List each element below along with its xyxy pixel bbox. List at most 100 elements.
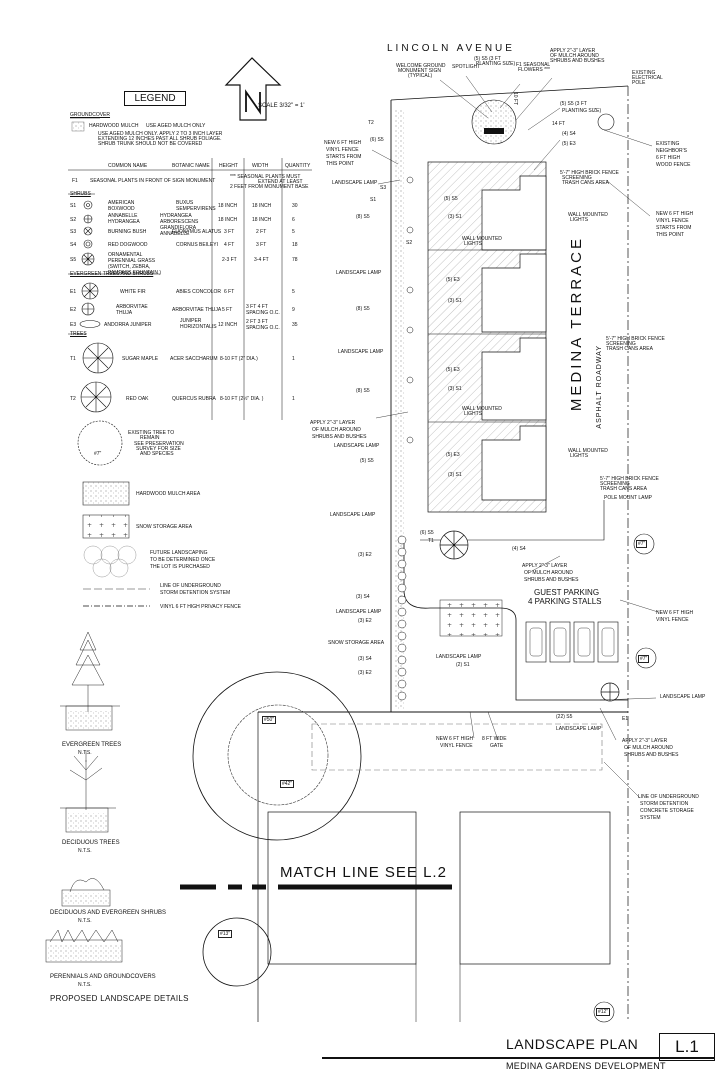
row-common: RED OAK	[126, 396, 149, 402]
row-botanic: HYDRANGEA ARBORESCENS GRANDIFLORA ANNABE…	[160, 213, 199, 237]
row-width: 2 FT 3 FT SPACING O.C.	[246, 319, 280, 331]
detail-perennials-nts: N.T.S.	[78, 982, 92, 988]
plan-title: LANDSCAPE PLAN	[506, 1036, 639, 1052]
legend-title: LEGEND	[124, 91, 186, 106]
row-width: 3 FT	[256, 242, 267, 248]
ten-ft-label: 10 FT	[512, 92, 518, 106]
wall-lights-1: WALL MOUNTED	[568, 212, 608, 218]
five-e3: (5) E3	[562, 141, 576, 147]
plant-tag: S1	[370, 197, 377, 203]
underground-r1: LINE OF UNDERGROUND	[638, 794, 699, 800]
plant-tag: (5) E3	[446, 452, 460, 458]
tree-tag: #50"	[262, 716, 277, 724]
row-code: E2	[70, 307, 77, 313]
new-fence-r2: VINYL FENCE	[656, 218, 689, 224]
plant-tag: (3) E2	[358, 618, 372, 624]
mulch-note1: USE AGED MULCH ONLY	[146, 123, 206, 129]
detail-evergreen-nts: N.T.S.	[78, 750, 92, 756]
row-botanic: ARBORVITAE THUJA	[172, 307, 222, 313]
row-code: S1	[70, 203, 77, 209]
f1-code: F1	[72, 178, 78, 184]
new-fence-bot-1: NEW 6 FT HIGH	[436, 736, 474, 742]
scale-label: SCALE 3/32" = 1'	[258, 103, 305, 109]
f1-note1: *** SEASONAL PLANTS MUST	[230, 174, 301, 180]
new-fence-r4: THIS POINT	[656, 232, 685, 238]
underground-1: LINE OF UNDERGROUND	[160, 583, 221, 589]
row-code: S3	[70, 229, 77, 235]
row-botanic: BUXUS SEMPERVIRENS	[176, 200, 216, 212]
plant-tag: (2) S1	[456, 662, 470, 668]
row-width: 2 FT	[256, 229, 267, 235]
landscape-lamp-label: LANDSCAPE LAMP	[336, 609, 382, 615]
groundcover-header: GROUNDCOVER	[70, 112, 111, 118]
row-botanic: EUONYMUS ALATUS	[172, 229, 222, 235]
plant-tag: (3) E2	[358, 552, 372, 558]
s5-right-b: PLANTING SIZE)	[562, 108, 602, 114]
plant-tag: (3) E2	[358, 670, 372, 676]
plant-tag: S3	[380, 185, 387, 191]
wall-lights-1: WALL MOUNTED	[462, 406, 502, 412]
row-height: 2-3 FT	[222, 257, 237, 263]
north-arrow-icon	[224, 57, 282, 121]
detail-shrubs-title: DECIDUOUS AND EVERGREEN SHRUBS	[50, 910, 167, 916]
detail-deciduous-title: DECIDUOUS TREES	[62, 840, 120, 846]
pole-lamp-label: POLE MOUNT LAMP	[604, 495, 652, 501]
row-code: T2	[70, 396, 76, 402]
plant-tag: T1	[428, 538, 434, 544]
f1-flowers-2: FLOWERS ***	[518, 67, 550, 73]
s5-top-b: PLANTING SIZE)	[476, 61, 516, 67]
detail-shrubs-nts: N.T.S.	[78, 918, 92, 924]
detail-deciduous-nts: N.T.S.	[78, 848, 92, 854]
row-qty: 9	[292, 307, 295, 313]
row-common: WHITE FIR	[120, 289, 146, 295]
brick-fence-2: SCREENING	[562, 175, 592, 181]
row-code: E1	[70, 289, 77, 295]
plant-tag: E1	[622, 716, 629, 722]
underground-r3: CONCRETE STORAGE	[640, 808, 694, 814]
col-common: COMMON NAME	[108, 163, 148, 169]
new-fence-l4: THIS POINT	[326, 161, 355, 167]
plant-tag: (5) S5	[360, 458, 374, 464]
apply-mid-1: APPLY 2"-3" LAYER	[522, 563, 568, 569]
row-common: BURNING BUSH	[108, 229, 147, 235]
snow-storage-label: SNOW STORAGE AREA	[328, 640, 385, 646]
brick-fence-1: 5'-7" HIGH BRICK FENCE	[600, 476, 659, 482]
new-fence-bot-2: VINYL FENCE	[440, 743, 473, 749]
plant-tag: (22) S5	[556, 714, 573, 720]
wall-lights-1: WALL MOUNTED	[462, 236, 502, 242]
underground-2: STORM DETENTION SYSTEM	[160, 590, 231, 596]
existing-tree-4: SURVEY FOR SIZE	[136, 446, 181, 452]
row-qty: 35	[292, 322, 298, 328]
apply-br-1: APPLY 2"-3" LAYER	[622, 738, 668, 744]
vinyl-fence-label: VINYL 6 FT HIGH PRIVACY FENCE	[160, 604, 241, 610]
apply-top-3: SHRUBS AND BUSHES	[550, 58, 605, 64]
existing-pole-1: EXISTING	[632, 70, 656, 76]
new-fence-l2: VINYL FENCE	[326, 147, 359, 153]
mulch-note4: SHRUB TRUNK SHOULD NOT BE COVERED	[98, 141, 203, 147]
brick-fence-3: TRASH CANS AREA	[600, 486, 647, 492]
apply-left-1: APPLY 2"-3" LAYER	[310, 420, 356, 426]
plant-tag: (6) S5	[420, 530, 434, 536]
apply-mid-2: OF MULCH AROUND	[524, 570, 573, 576]
welcome-sign-1: WELCOME GROUND	[396, 63, 446, 69]
landscape-lamp-label: LANDSCAPE LAMP	[336, 270, 382, 276]
sheet-number: L.1	[659, 1033, 715, 1061]
neighbor-4: WOOD FENCE	[656, 162, 691, 168]
row-qty: 1	[292, 396, 295, 402]
plant-tag: (3) S1	[448, 472, 462, 478]
asphalt-label: ASPHALT ROADWAY	[596, 345, 603, 429]
f1-name: SEASONAL PLANTS IN FRONT OF SIGN MONUMEN…	[90, 178, 216, 184]
detail-perennials-title: PERENNIALS AND GROUNDCOVERS	[50, 974, 156, 980]
future-3: THE LOT IS PURCHASED	[150, 564, 210, 570]
snow-area-label: SNOW STORAGE AREA	[136, 524, 193, 530]
new-fence-mid-2: VINYL FENCE	[656, 617, 689, 623]
existing-tree-1: EXISTING TREE TO	[128, 430, 175, 436]
brick-fence-3: TRASH CANS AREA	[562, 180, 609, 186]
row-common: RED DOGWOOD	[108, 242, 148, 248]
evergreen-header: EVERGREEN TREES AND SHRUBS	[70, 271, 154, 277]
col-width: WIDTH	[252, 163, 269, 169]
wall-lights-2: LIGHTS	[570, 217, 589, 223]
apply-left-2: OF MULCH AROUND	[312, 427, 361, 433]
row-qty: 5	[292, 289, 295, 295]
